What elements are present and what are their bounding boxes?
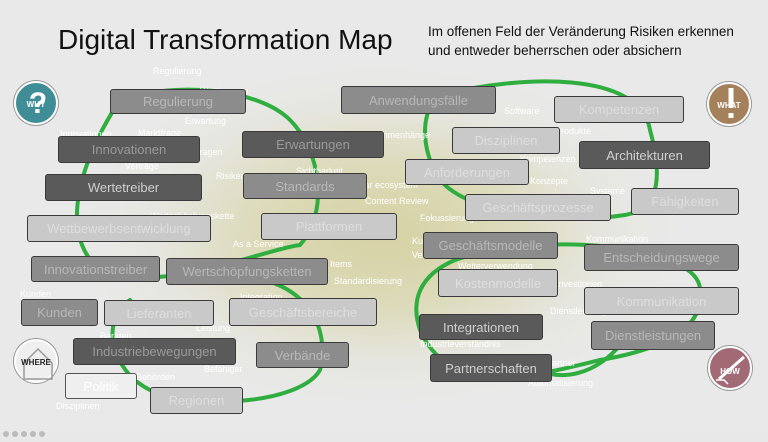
ghost-label: Modular ecosystem	[340, 180, 419, 190]
ghost-label: Regulierung	[153, 66, 202, 76]
what-label: WHAT	[717, 101, 741, 110]
box-disziplinen[interactable]: Disziplinen	[452, 127, 560, 154]
ghost-label: Konzepte	[530, 176, 569, 186]
ghost-label: Befähiger	[204, 364, 243, 374]
ghost-label: Kunden	[20, 289, 52, 299]
box-erwartungen[interactable]: Erwartungen	[242, 131, 384, 158]
svg-text:?: ?	[29, 87, 47, 120]
ghost-label: Behörden	[136, 372, 176, 382]
box-integrationen[interactable]: Integrationen	[419, 314, 543, 340]
ghost-label: Dienstleistung	[550, 306, 607, 316]
why-label: WHY	[26, 100, 46, 109]
box-regulierung[interactable]: Regulierung	[110, 89, 246, 114]
box-anwendungsfaelle[interactable]: Anwendungsfälle	[341, 86, 496, 114]
ghost-label: Disziplinen	[56, 401, 100, 411]
ghost-label: Industrieverständnis	[420, 339, 501, 349]
box-geschaeftsmodelle[interactable]: Geschäftsmodelle	[423, 232, 558, 259]
pen-check-icon	[716, 355, 745, 385]
where-label: WHERE	[21, 358, 51, 367]
box-plattformen[interactable]: Plattformen	[261, 213, 397, 240]
ghost-label: Software	[504, 106, 540, 116]
how-badge[interactable]: HOW	[708, 346, 752, 390]
box-kunden[interactable]: Kunden	[21, 299, 98, 326]
slide-controls[interactable]	[0, 424, 60, 437]
box-anforderungen[interactable]: Anforderungen	[405, 159, 529, 185]
ghost-label: Leistung	[196, 323, 231, 333]
box-geschaeftsprozesse[interactable]: Geschäftsprozesse	[465, 194, 611, 221]
ghost-label: Sichtbarkeit	[296, 166, 344, 176]
ghost-label: Kompetenzen	[520, 154, 576, 164]
ghost-label: Zusammenhänge	[360, 130, 431, 140]
ghost-label: Integration	[240, 292, 283, 302]
box-industriebewegungen[interactable]: Industriebewegungen	[73, 338, 236, 365]
what-badge[interactable]: WHAT	[707, 82, 751, 126]
ghost-label: Kommunikation	[586, 234, 649, 244]
page-subtitle: Im offenen Feld der Veränderung Risiken …	[428, 24, 734, 58]
question-mark-icon: ?	[29, 87, 47, 120]
why-badge[interactable]: ? WHY	[14, 81, 58, 125]
ghost-label: Investionen	[556, 279, 603, 289]
ghost-label: Automatisierung	[528, 378, 594, 388]
box-partnerschaften[interactable]: Partnerschaften	[430, 354, 552, 382]
ghost-label: Partner	[546, 358, 576, 368]
box-regionen[interactable]: Regionen	[150, 387, 243, 414]
ghost-label: Items	[330, 259, 353, 269]
box-wertetreiber[interactable]: Wertetreiber	[45, 174, 202, 201]
box-entscheidungswege[interactable]: Entscheidungswege	[584, 244, 739, 271]
ghost-label: Erwartung	[185, 116, 227, 126]
box-kompetenzen[interactable]: Kompetenzen	[554, 96, 684, 123]
ghost-label: Marktfrage	[138, 128, 182, 138]
exclamation-icon	[728, 88, 734, 118]
box-verbaende[interactable]: Verbände	[256, 342, 349, 368]
box-standards[interactable]: Standards	[243, 173, 367, 199]
ghost-label: Produkte	[555, 126, 592, 136]
ghost-label: Fokussierung	[420, 213, 475, 223]
page-title: Digital Transformation Map	[58, 24, 393, 55]
box-innovationstreiber[interactable]: Innovationstreiber	[31, 256, 160, 282]
ghost-label: Systeme	[590, 186, 626, 196]
where-badge[interactable]: WHERE	[14, 339, 58, 383]
ghost-label: Risiken	[216, 171, 246, 181]
how-label: HOW	[720, 367, 740, 376]
box-dienstleistungen[interactable]: Dienstleistungen	[591, 321, 715, 350]
box-kommunikation[interactable]: Kommunikation	[584, 287, 739, 315]
box-kostenmodelle[interactable]: Kostenmodelle	[438, 269, 558, 297]
box-politik[interactable]: Politik	[65, 373, 137, 399]
box-geschaeftsbereiche[interactable]: Geschäftsbereiche	[229, 298, 377, 326]
ghost-label: Weiterverwendung	[458, 261, 533, 271]
box-architekturen[interactable]: Architekturen	[579, 141, 710, 169]
ghost-label: Content Review	[365, 196, 429, 206]
box-wettbewerbsentwicklung[interactable]: Wettbewerbsentwicklung	[27, 215, 211, 242]
ghost-label: Innovationen	[60, 129, 112, 139]
box-faehigkeiten[interactable]: Fähigkeiten	[631, 188, 739, 215]
box-wertschoepfungsketten[interactable]: Wertschöpfungsketten	[166, 258, 328, 285]
ghost-label: As a Service	[233, 239, 284, 249]
ghost-label: Standardisierung	[334, 276, 403, 286]
ghost-label: Anfragen	[186, 147, 223, 157]
house-icon	[23, 347, 53, 380]
box-lieferanten[interactable]: Lieferanten	[104, 300, 214, 326]
ghost-label: Verträge	[125, 161, 160, 171]
ghost-label: Beraten	[100, 331, 132, 341]
box-innovationen[interactable]: Innovationen	[58, 136, 200, 163]
